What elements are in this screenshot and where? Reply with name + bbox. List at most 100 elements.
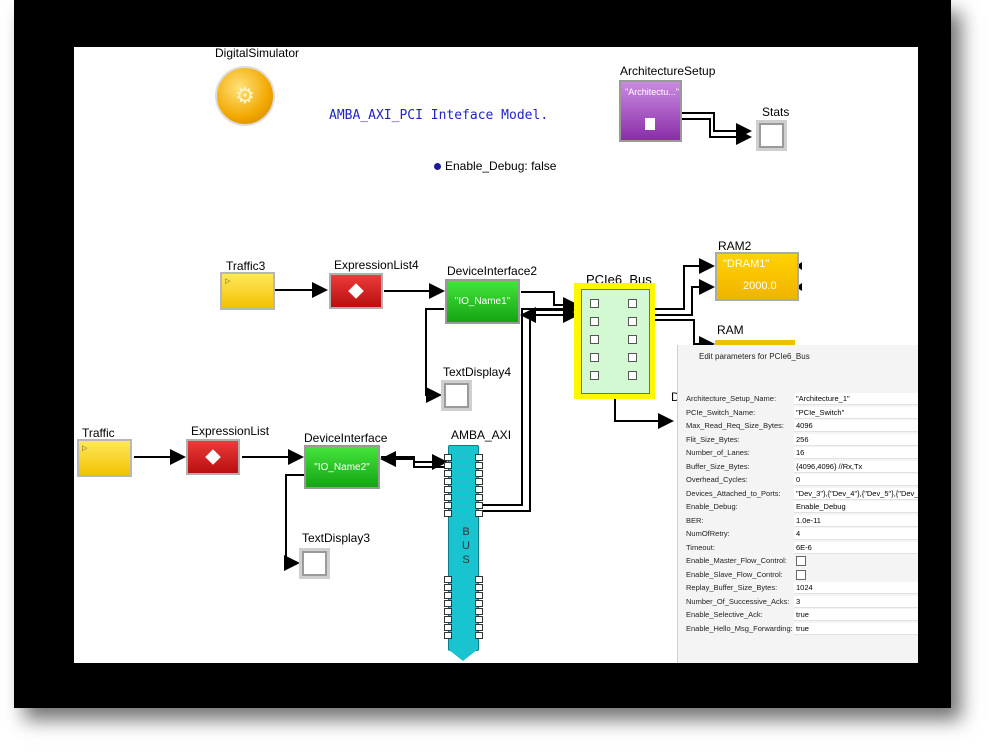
parameter-row: Timeout:6E-6: [686, 541, 918, 554]
parameter-name: Replay_Buffer_Size_Bytes:: [686, 583, 778, 592]
parameter-name: Devices_Attached_to_Ports:: [686, 488, 781, 498]
parameter-value-field[interactable]: "Dev_3"},{"Dev_4"},{"Dev_5"},{"Dev_: [794, 487, 918, 500]
expression-list4-block[interactable]: [329, 273, 383, 309]
parameter-value-field[interactable]: 6E-6: [794, 541, 918, 554]
bus-port-marker[interactable]: [444, 502, 452, 509]
bus-port-marker[interactable]: [475, 608, 483, 615]
architecture-setup-block[interactable]: "Architectu...": [619, 80, 682, 142]
bus-port-marker[interactable]: [444, 616, 452, 623]
bus-port-marker[interactable]: [475, 494, 483, 501]
parameter-name: Buffer_Size_Bytes:: [686, 461, 750, 471]
traffic-label: Traffic: [82, 426, 115, 440]
bus-port-marker[interactable]: [444, 624, 452, 631]
parameter-row: BER:1.0e-11: [686, 514, 918, 527]
bus-port-marker[interactable]: [444, 600, 452, 607]
parameter-value-field[interactable]: 4: [794, 528, 918, 540]
parameter-name: Overhead_Cycles:: [686, 475, 748, 484]
parameter-value-field[interactable]: 4096: [794, 420, 918, 432]
parameter-row: Flit_Size_Bytes:256: [686, 433, 918, 446]
bus-port-marker[interactable]: [444, 454, 452, 461]
bus-port-marker[interactable]: [444, 470, 452, 477]
parameter-value-field[interactable]: true: [794, 609, 918, 621]
bus-port-marker[interactable]: [444, 478, 452, 485]
bus-port-marker[interactable]: [444, 608, 452, 615]
bus-port-marker[interactable]: [475, 600, 483, 607]
device-interface-label: DeviceInterface: [304, 431, 388, 445]
ram-label: RAM: [717, 323, 744, 337]
bus-port-marker[interactable]: [475, 624, 483, 631]
parameter-value-field[interactable]: "Architecture_1": [794, 393, 918, 405]
play-icon: ▷: [225, 278, 231, 285]
bus-port-marker[interactable]: [475, 616, 483, 623]
parameter-value-field[interactable]: true: [794, 622, 918, 635]
text-display4-block[interactable]: [441, 380, 472, 411]
text-display3-block[interactable]: [299, 548, 330, 579]
connection-wires: [134, 112, 802, 571]
bus-port-marker[interactable]: [444, 584, 452, 591]
parameter-name: Enable_Slave_Flow_Control:: [686, 569, 783, 579]
pcie6-bus-block[interactable]: [574, 283, 655, 399]
amba-axi-label: AMBA_AXI: [451, 428, 512, 442]
bus-port-marker[interactable]: [444, 486, 452, 493]
ram2-block[interactable]: "DRAM1" 2000.0: [715, 252, 799, 301]
parameter-checkbox[interactable]: [796, 556, 806, 566]
traffic3-block[interactable]: ▷: [220, 272, 275, 310]
parameter-checkbox[interactable]: [796, 569, 806, 580]
text-display3-label: TextDisplay3: [302, 531, 371, 545]
expression-list4-label: ExpressionList4: [334, 258, 419, 272]
bus-port-marker[interactable]: [475, 454, 483, 461]
bus-port-marker[interactable]: [444, 632, 452, 639]
expression-list-block[interactable]: [186, 439, 240, 475]
parameter-value-field[interactable]: 256: [794, 433, 918, 446]
parameter-value-field[interactable]: 1.0e-11: [794, 514, 918, 527]
parameter-name: Max_Read_Req_Size_Bytes:: [686, 421, 784, 430]
stats-label: Stats: [762, 105, 790, 119]
bus-port-marker[interactable]: [475, 462, 483, 469]
bus-port-marker[interactable]: [444, 462, 452, 469]
bus-port-marker[interactable]: [444, 592, 452, 599]
parameter-value-field[interactable]: {4096,4096} //Rx,Tx: [794, 460, 918, 473]
amba-axi-bus-block[interactable]: BUS: [444, 445, 483, 661]
bus-port-marker[interactable]: [444, 510, 452, 517]
bus-port-marker[interactable]: [475, 502, 483, 509]
bus-port-marker[interactable]: [475, 486, 483, 493]
text-display4-label: TextDisplay4: [443, 365, 512, 379]
bus-port-marker[interactable]: [475, 584, 483, 591]
parameter-value-field[interactable]: "PCIe_Switch": [794, 406, 918, 419]
bus-port-marker[interactable]: [475, 478, 483, 485]
parameter-name: Enable_Debug:: [686, 502, 738, 511]
ram2-label: RAM2: [718, 239, 752, 253]
parameter-name: Number_of_Lanes:: [686, 448, 750, 457]
bus-port-marker[interactable]: [475, 470, 483, 477]
parameter-name: Enable_Master_Flow_Control:: [686, 556, 787, 565]
digital-simulator-icon[interactable]: ⚙: [215, 66, 275, 126]
parameter-value-field[interactable]: 0: [794, 474, 918, 486]
bus-port-marker[interactable]: [475, 510, 483, 517]
parameter-value-field[interactable]: 1024: [794, 582, 918, 594]
bus-text-value: BUS: [460, 526, 472, 568]
debug-parameter-text: Enable_Debug: false: [445, 159, 557, 173]
bus-port-marker[interactable]: [475, 632, 483, 639]
parameter-value-field[interactable]: 3: [794, 595, 918, 608]
model-canvas[interactable]: DigitalSimulator ⚙ AMBA_AXI_PCI Inteface…: [74, 47, 918, 663]
parameter-row: Buffer_Size_Bytes: {4096,4096} //Rx,Tx: [686, 460, 918, 473]
bus-port-marker[interactable]: [444, 576, 452, 583]
stats-block[interactable]: [756, 120, 787, 151]
parameter-row: Enable_Master_Flow_Control:: [686, 555, 918, 567]
diamond-icon: [348, 283, 364, 299]
ram-block[interactable]: [715, 340, 795, 348]
parameter-row: Enable_Debug: Enable_Debug: [686, 501, 918, 513]
device-interface-block[interactable]: "IO_Name2": [304, 445, 380, 489]
parameter-row: PCIe_Switch_Name:"PCIe_Switch": [686, 406, 918, 419]
bus-port-marker[interactable]: [444, 494, 452, 501]
partial-block-label: D: [671, 390, 680, 404]
parameter-row: Enable_Slave_Flow_Control:: [686, 569, 918, 581]
debug-parameter[interactable]: Enable_Debug: false: [434, 159, 556, 173]
architecture-setup-value: "Architectu...": [625, 87, 679, 97]
parameter-value-field[interactable]: Enable_Debug: [794, 501, 918, 513]
device-interface2-block[interactable]: "IO_Name1": [445, 279, 520, 324]
bus-port-marker[interactable]: [475, 576, 483, 583]
traffic-block[interactable]: ▷: [77, 439, 132, 477]
parameter-value-field[interactable]: 16: [794, 447, 918, 459]
bus-port-marker[interactable]: [475, 592, 483, 599]
